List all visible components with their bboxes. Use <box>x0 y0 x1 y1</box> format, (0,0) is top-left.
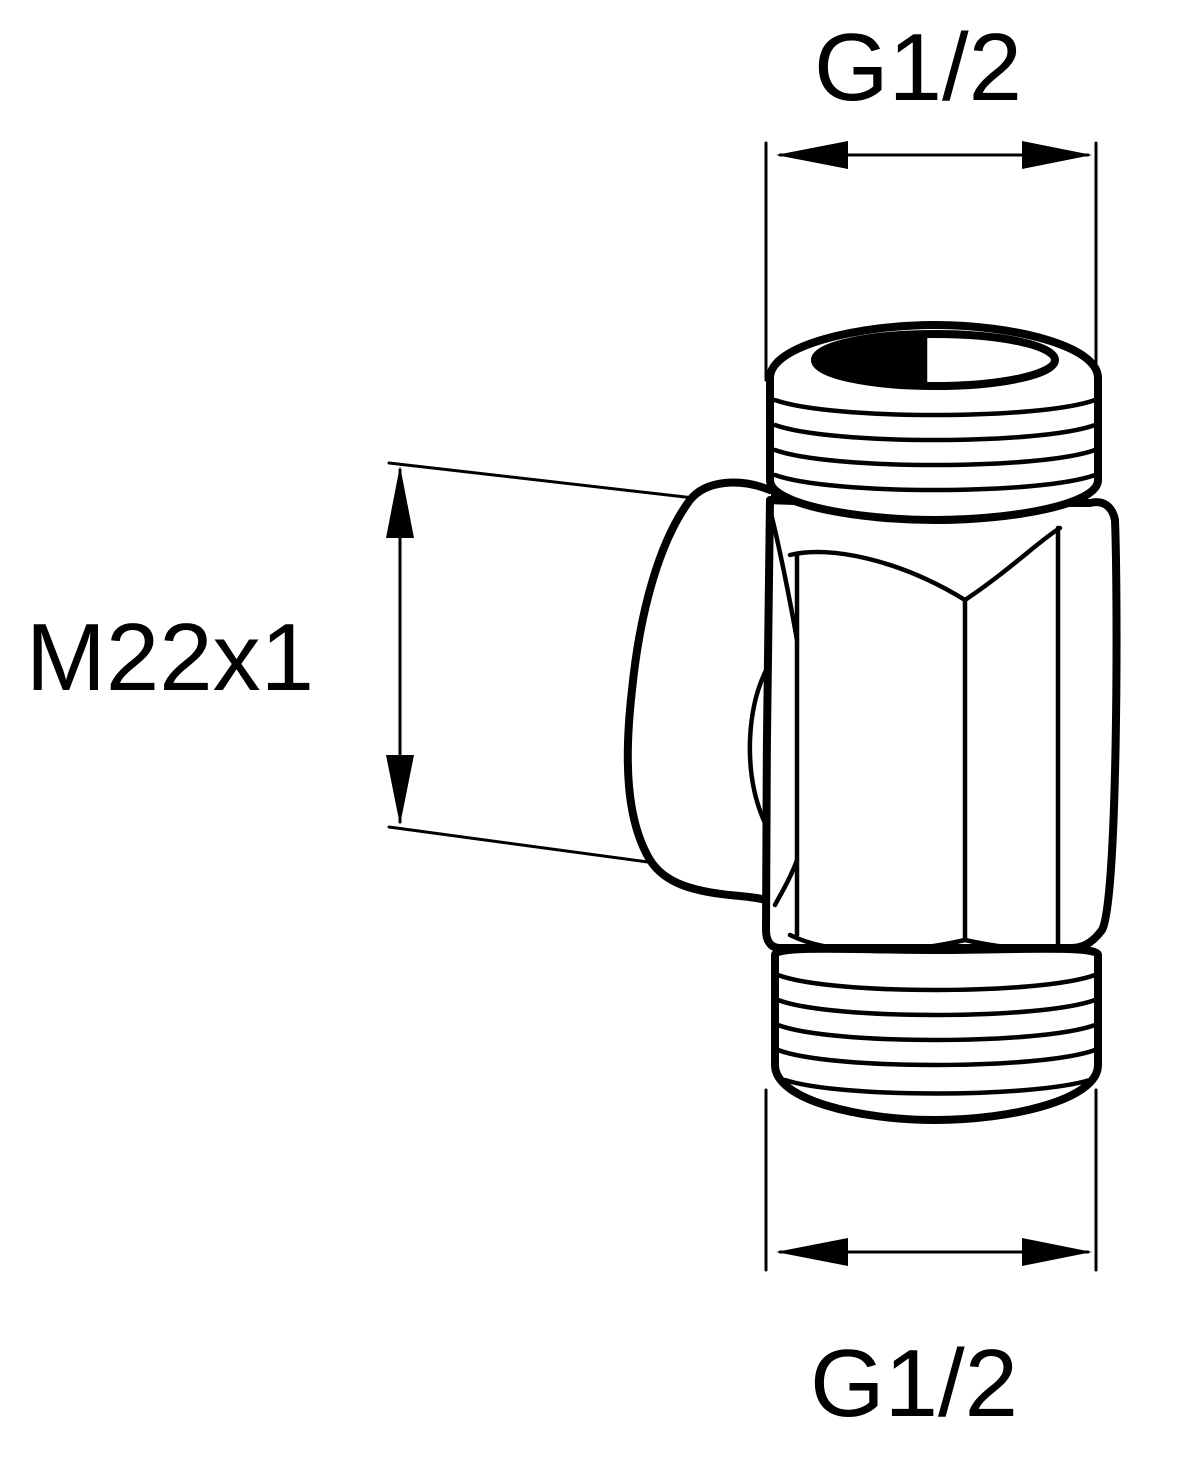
side-outlet-boss <box>623 478 779 909</box>
top-arrowhead-right <box>1022 141 1092 169</box>
top-bore-rim <box>811 330 1059 390</box>
top-thread-ring-4 <box>772 472 1098 493</box>
bottom-arrowhead-right <box>1022 1238 1092 1266</box>
side-arrowhead-top <box>386 466 414 538</box>
top-bore-shadow <box>818 336 925 384</box>
bottom-arrowhead-left <box>776 1238 848 1266</box>
top-thread-ring-3 <box>772 447 1098 468</box>
bottom-thread-label: G1/2 <box>810 1330 1018 1437</box>
bottom-thread-ring-4 <box>775 1047 1098 1068</box>
bottom-thread-ring-2 <box>775 997 1098 1018</box>
bottom-thread-ring-3 <box>775 1022 1098 1043</box>
top-dimension: G1/2 <box>764 14 1098 382</box>
top-thread-ring-2 <box>772 422 1098 443</box>
side-dimension: M22x1 <box>26 461 696 864</box>
bottom-thread-ring-1 <box>775 972 1098 993</box>
bottom-thread-ring-5 <box>782 1077 1093 1096</box>
top-thread-label: G1/2 <box>814 14 1022 121</box>
side-extension-line-top <box>387 461 696 500</box>
top-arrowhead-left <box>776 141 848 169</box>
side-arrowhead-bottom <box>386 755 414 825</box>
hex-left-bevel <box>767 507 800 643</box>
hex-facet-top-chamfer <box>787 525 1063 603</box>
side-extension-line-bottom <box>387 825 650 864</box>
side-thread-label: M22x1 <box>26 604 314 711</box>
bottom-thread-nipple <box>771 944 1102 1124</box>
hex-left-bevel-bottom <box>772 857 800 908</box>
top-thread-ring-1 <box>772 397 1098 418</box>
fitting-body <box>623 321 1121 1124</box>
bottom-dimension: G1/2 <box>764 1088 1098 1437</box>
hex-nut <box>762 496 1121 952</box>
